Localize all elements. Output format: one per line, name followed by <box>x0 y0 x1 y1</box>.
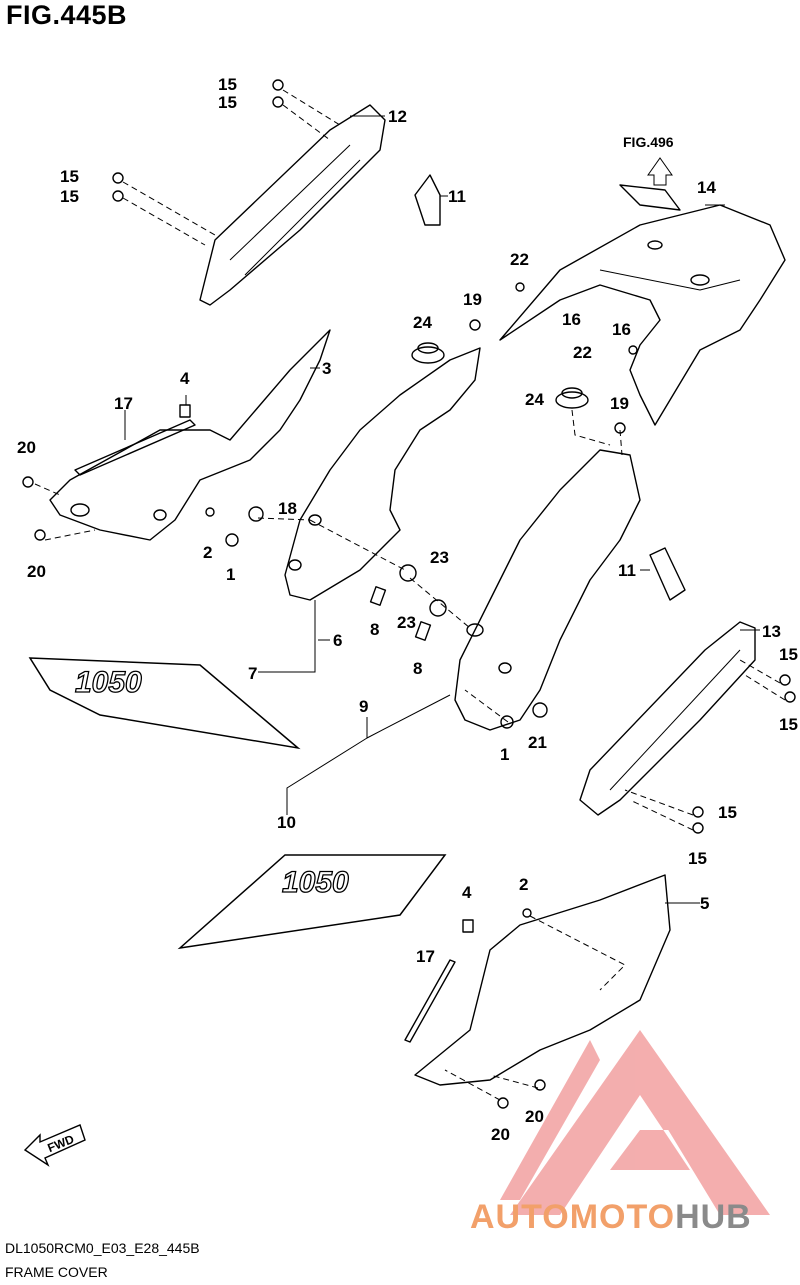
callout-6: 6 <box>333 631 342 650</box>
frame-cover-9 <box>454 449 641 731</box>
side-cover-3 <box>49 329 331 541</box>
callout-13: 13 <box>762 622 781 641</box>
callout-23-b: 23 <box>397 613 416 632</box>
spacer-8-b <box>414 621 432 641</box>
rubber-11-lower <box>649 547 686 601</box>
washer-23-a <box>399 564 417 582</box>
callout-20-d: 20 <box>491 1125 510 1144</box>
clip-4-a <box>179 404 191 418</box>
inner-panel-6 <box>284 347 481 601</box>
callout-22-a: 22 <box>510 250 529 269</box>
callout-17-a: 17 <box>114 394 133 413</box>
bracket-12 <box>199 104 386 306</box>
callout-24-a: 24 <box>413 313 432 332</box>
decal-10: 1050 <box>177 854 447 950</box>
callout-15-b: 15 <box>218 93 237 112</box>
callout-16-b: 16 <box>612 320 631 339</box>
callout-2-a: 2 <box>203 543 212 562</box>
spacer-8-a <box>369 586 387 606</box>
bracket-13 <box>579 621 756 816</box>
diagram-name: FRAME COVER <box>5 1264 108 1280</box>
watermark-text: AUTOMOTOHUB <box>470 1198 752 1237</box>
callout-17-b: 17 <box>416 947 435 966</box>
callout-15-e: 15 <box>779 645 798 664</box>
callout-21: 21 <box>528 733 547 752</box>
decal-10-text: 1050 <box>282 866 349 899</box>
clip-4-b <box>462 919 474 933</box>
callout-15-g: 15 <box>718 803 737 822</box>
callout-15-h: 15 <box>688 849 707 868</box>
callout-24-b: 24 <box>525 390 544 409</box>
callout-8-b: 8 <box>413 659 422 678</box>
diagram-code: DL1050RCM0_E03_E28_445B <box>5 1240 200 1256</box>
callout-20-c: 20 <box>525 1107 544 1126</box>
side-cover-5 <box>414 874 671 1086</box>
watermark-logo <box>500 1030 770 1215</box>
callout-8-a: 8 <box>370 620 379 639</box>
callout-19-a: 19 <box>463 290 482 309</box>
callout-4-b: 4 <box>462 883 472 902</box>
callout-12: 12 <box>388 107 407 126</box>
callout-11-b: 11 <box>618 561 636 580</box>
grommet-24-a <box>411 346 445 364</box>
strip-17-upper <box>74 419 196 476</box>
watermark-text-part1: AUTOMOTO <box>470 1198 676 1236</box>
callout-3: 3 <box>322 359 331 378</box>
callout-1-b: 1 <box>500 745 509 764</box>
callout-2-b: 2 <box>519 875 528 894</box>
callout-10: 10 <box>277 813 296 832</box>
fwd-arrow-icon: FWD <box>23 1124 86 1167</box>
collar-1-a <box>225 533 239 547</box>
callout-15-a: 15 <box>218 75 237 94</box>
callout-20-a: 20 <box>17 438 36 457</box>
callout-15-c: 15 <box>60 167 79 186</box>
callout-22-b: 22 <box>573 343 592 362</box>
callout-18: 18 <box>278 499 297 518</box>
collar-1-b <box>500 715 514 729</box>
callout-19-b: 19 <box>610 394 629 413</box>
callout-4-a: 4 <box>180 369 190 388</box>
callout-5: 5 <box>700 894 709 913</box>
callout-7: 7 <box>248 664 257 683</box>
callout-20-b: 20 <box>27 562 46 581</box>
callout-23-a: 23 <box>430 548 449 567</box>
strip-17-lower <box>404 959 456 1043</box>
washer-23-b <box>429 599 447 617</box>
callout-14: 14 <box>697 178 716 197</box>
callout-11-a: 11 <box>448 187 466 206</box>
figure-title: FIG.445B <box>6 0 128 30</box>
fig-ref-label: FIG.496 <box>623 134 674 150</box>
plate-outline <box>619 184 681 211</box>
callout-15-f: 15 <box>779 715 798 734</box>
callout-15-d: 15 <box>60 187 79 206</box>
fig-ref-arrow: FIG.496 <box>623 134 674 186</box>
watermark-text-part2: HUB <box>675 1198 752 1236</box>
decal-7: 1050 <box>28 657 301 750</box>
callout-9: 9 <box>359 697 368 716</box>
grommet-24-b <box>555 391 589 409</box>
callout-1-a: 1 <box>226 565 235 584</box>
callout-16-a: 16 <box>562 310 581 329</box>
fwd-label: FWD <box>46 1132 77 1155</box>
decal-7-text: 1050 <box>75 666 142 699</box>
rubber-11-upper <box>414 174 441 226</box>
